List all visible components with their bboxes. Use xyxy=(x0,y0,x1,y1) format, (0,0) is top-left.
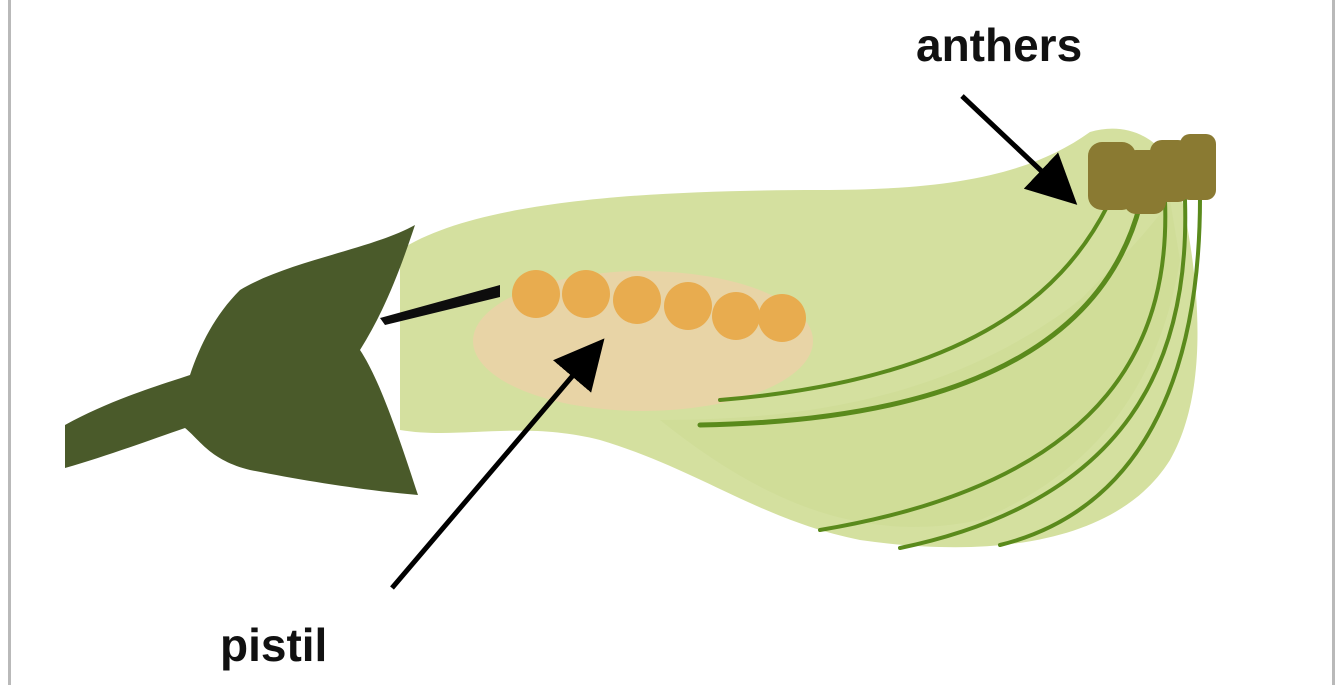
sepal-and-stem xyxy=(65,225,418,495)
ovule xyxy=(758,294,806,342)
ovule xyxy=(664,282,712,330)
ovule xyxy=(712,292,760,340)
anthers xyxy=(1088,134,1216,214)
pistil-label: pistil xyxy=(220,622,327,668)
ovule xyxy=(613,276,661,324)
anthers-label: anthers xyxy=(916,22,1082,68)
ovule xyxy=(512,270,560,318)
ovule xyxy=(562,270,610,318)
anther xyxy=(1180,134,1216,200)
